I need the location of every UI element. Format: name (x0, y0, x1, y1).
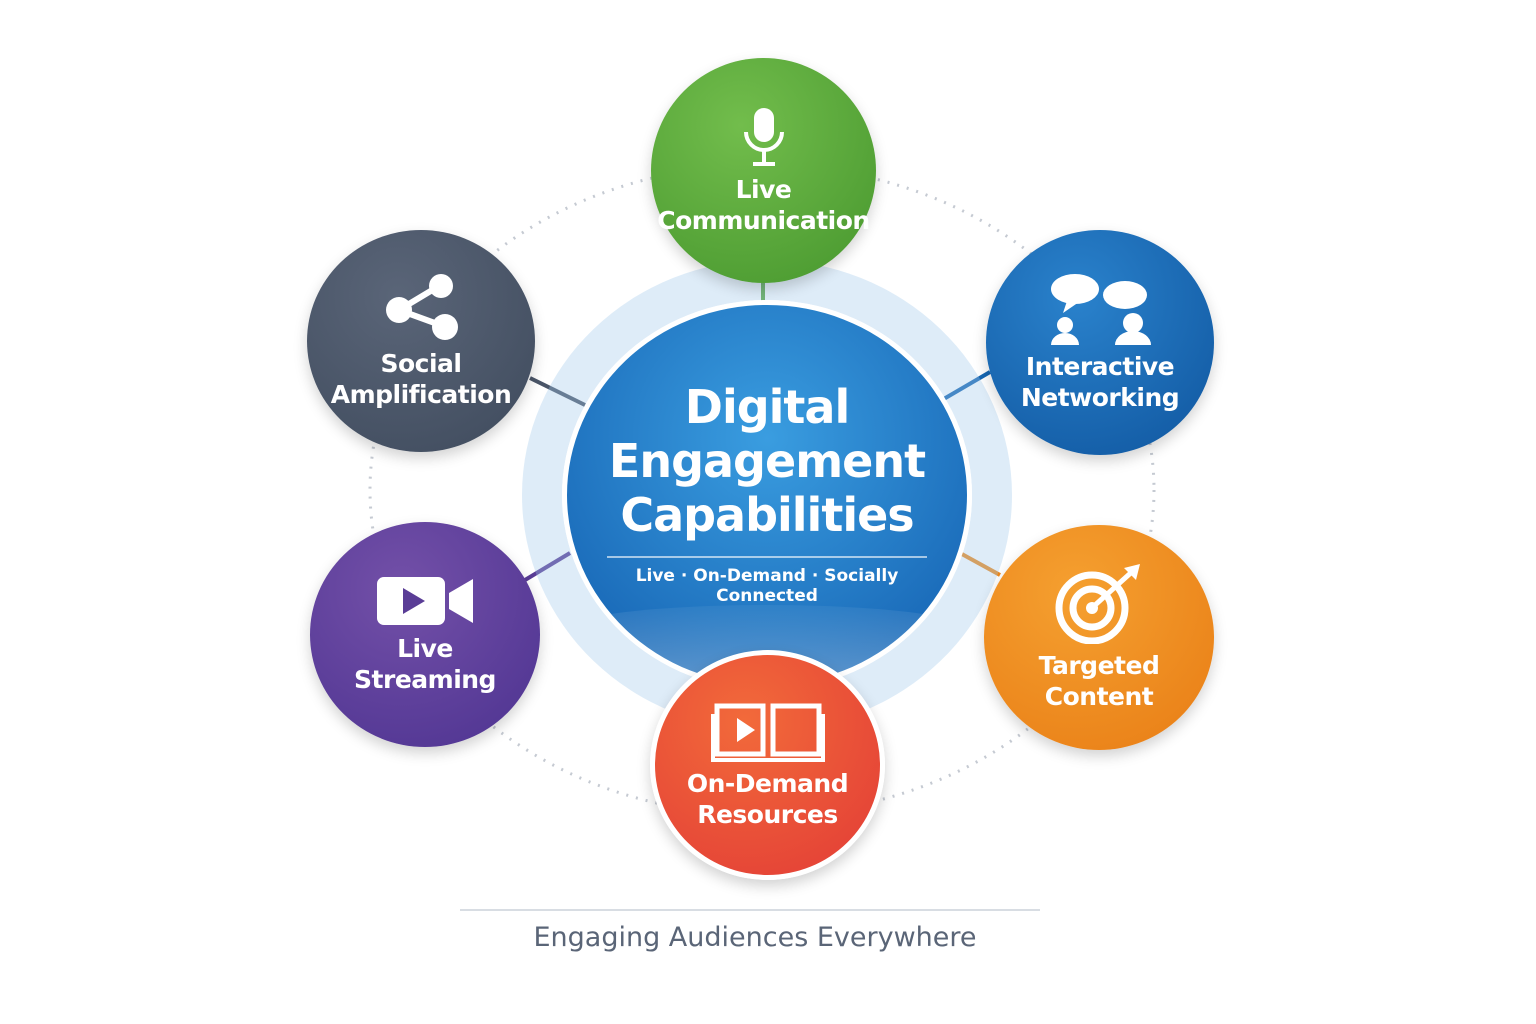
center-subtitle: Live · On-Demand · Socially Connected (607, 556, 927, 606)
microphone-icon (743, 107, 784, 166)
connector-social (529, 376, 586, 407)
node-label: Interactive (1025, 351, 1175, 381)
footer-tagline: Engaging Audiences Everywhere (533, 922, 977, 953)
book-play-icon (710, 703, 825, 762)
chat-people-icon (1051, 273, 1151, 345)
share-icon (386, 274, 458, 340)
node-label: Amplification (330, 380, 512, 409)
node-label: Social (380, 349, 462, 378)
video-camera-icon (377, 576, 473, 625)
connector-targeted (959, 551, 1001, 577)
node-label: Resources (697, 800, 838, 829)
connector-networking (940, 370, 992, 402)
node-label: Streaming (354, 664, 496, 694)
node-label: On-Demand (686, 769, 849, 798)
dotted-ring (368, 163, 1156, 817)
connector-streaming (523, 551, 572, 582)
node-label: Live (735, 174, 792, 204)
title-line: Engagement (608, 434, 926, 488)
node-label: Content (1044, 681, 1154, 711)
target-arrow-icon (1055, 563, 1140, 644)
node-label: Networking (1020, 382, 1180, 412)
node-label: Communication (657, 205, 870, 235)
node-label: Targeted (1038, 650, 1160, 680)
title-line: Digital (684, 380, 850, 434)
title-line: Capabilities (620, 488, 914, 542)
node-label: Live (397, 633, 453, 663)
footer-divider (460, 909, 1040, 911)
